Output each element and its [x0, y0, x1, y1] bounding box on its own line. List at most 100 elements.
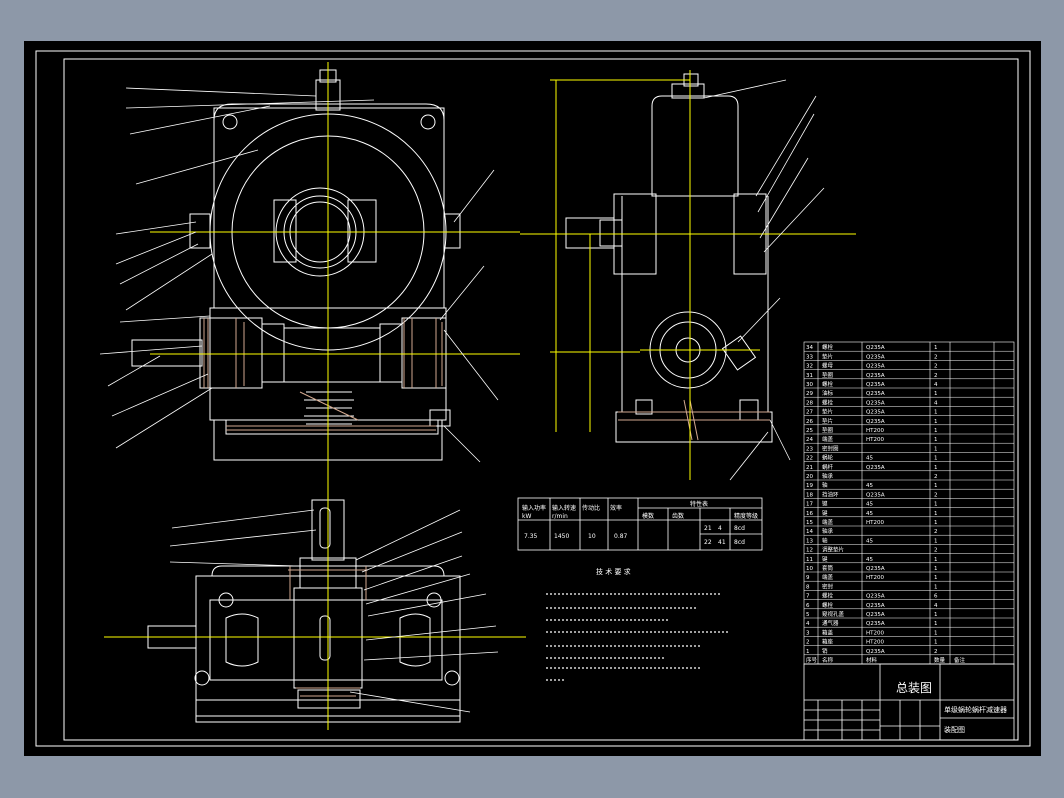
- bom-cell: 1: [934, 511, 938, 517]
- bom-cell: 轴承: [822, 472, 834, 480]
- bom-cell: HT200: [866, 630, 884, 636]
- gear-row-1-a: 22: [704, 539, 712, 546]
- bom-cell: 33: [806, 354, 813, 360]
- bom-cell: 1: [934, 520, 938, 526]
- param-table-title: 特性表: [690, 500, 708, 508]
- bom-cell: 密封圈: [822, 444, 839, 452]
- bom-cell: 1: [934, 584, 938, 590]
- bom-cell: Q235A: [866, 410, 885, 416]
- bom-cell: 1: [934, 612, 938, 618]
- bom-cell: 螺栓: [822, 398, 834, 406]
- bom-cell: Q235A: [866, 354, 885, 360]
- bom-header-cell: 材料: [866, 656, 878, 664]
- bom-header-cell: 数量: [934, 656, 946, 664]
- bom-cell: 窥视孔盖: [822, 610, 845, 618]
- bom-cell: 1: [934, 437, 938, 443]
- bom-cell: 45: [866, 511, 873, 517]
- bom-cell: 螺栓: [822, 592, 834, 600]
- bom-cell: 2: [934, 364, 938, 370]
- gear-row-0-b: 4: [718, 525, 722, 532]
- bom-cell: 2: [934, 474, 938, 480]
- bom-cell: 8: [806, 584, 810, 590]
- bom-cell: 1: [934, 621, 938, 627]
- bom-cell: Q235A: [866, 391, 885, 397]
- gear-header-1: 齿数: [672, 512, 684, 520]
- param-sub-1: r/min: [552, 513, 568, 520]
- bom-cell: 垫圈: [822, 426, 834, 434]
- bom-cell: Q235A: [866, 373, 885, 379]
- bom-cell: 1: [934, 456, 938, 462]
- bom-cell: 键: [822, 509, 828, 517]
- bom-cell: 端盖: [822, 573, 834, 581]
- bom-cell: 螺栓: [822, 380, 834, 388]
- bom-cell: 1: [934, 566, 938, 572]
- bom-cell: 2: [934, 373, 938, 379]
- top-view-leaders: [169, 509, 499, 713]
- bom-cell: 23: [806, 446, 813, 452]
- bom-cell: 垫片: [822, 352, 833, 360]
- param-header-3: 效率: [610, 504, 622, 512]
- tech-requirements-title: 技 术 要 求: [596, 567, 631, 576]
- bom-cell: 12: [806, 548, 813, 554]
- bom-cell: 2: [934, 649, 938, 655]
- gear-header-2: 精度等级: [734, 512, 758, 520]
- bom-cell: 油标: [822, 389, 834, 397]
- front-view-centerlines: [150, 62, 520, 500]
- bom-cell: 2: [806, 640, 810, 646]
- bom-cell: 6: [934, 594, 938, 600]
- bom-cell: 25: [806, 428, 813, 434]
- bom-cell: 1: [934, 428, 938, 434]
- bom-header-cell: 备注: [954, 656, 966, 664]
- bom-cell: 14: [806, 529, 813, 535]
- top-view-centerlines: [104, 494, 526, 730]
- bom-cell: 键: [822, 555, 828, 563]
- bom-cell: 通气器: [822, 619, 839, 627]
- bom-cell: 轴: [822, 536, 828, 544]
- bom-cell: 密封: [822, 582, 834, 590]
- bom-cell: 29: [806, 391, 813, 397]
- bom-cell: 21: [806, 465, 813, 471]
- param-sub-0: kW: [522, 513, 531, 520]
- bom-cell: 箱盖: [822, 628, 834, 636]
- bom-cell: Q235A: [866, 603, 885, 609]
- title-block-heading: 总装图: [896, 681, 932, 695]
- bom-cell: 16: [806, 511, 813, 517]
- bom-cell: 1: [806, 649, 810, 655]
- bom-cell: 1: [934, 419, 938, 425]
- bom-cell: 垫圈: [822, 371, 834, 379]
- param-value-0: 7.35: [524, 533, 538, 540]
- bom-cell: 10: [806, 566, 813, 572]
- bom-cell: 34: [806, 345, 813, 351]
- gear-row-0-c: 8cd: [734, 525, 745, 532]
- bom-header-cell: 名称: [822, 656, 834, 664]
- inner-frame: [63, 58, 1019, 741]
- bom-cell: 17: [806, 502, 813, 508]
- bom-cell: 26: [806, 419, 813, 425]
- bom-cell: 箱座: [822, 638, 834, 646]
- paper-sheet: [24, 41, 1041, 756]
- front-view-leaders: [99, 87, 499, 463]
- bom-cell: 1: [934, 483, 938, 489]
- gear-header-0: 模数: [642, 512, 654, 520]
- bom-cell: HT200: [866, 520, 884, 526]
- param-header-1: 输入转速: [552, 504, 576, 512]
- front-view-sections: [203, 318, 443, 431]
- bom-cell: Q235A: [866, 649, 885, 655]
- bom-cell: 18: [806, 492, 813, 498]
- tech-requirements-lines: [546, 593, 730, 681]
- bom-cell: 螺栓: [822, 343, 834, 351]
- bom-cell: 15: [806, 520, 813, 526]
- bom-cell: 19: [806, 483, 813, 489]
- bom-cell: 套筒: [822, 564, 834, 572]
- bom-cell: 22: [806, 456, 813, 462]
- bom-cell: 1: [934, 502, 938, 508]
- bom-cell: 32: [806, 364, 813, 370]
- gear-row-1-c: 8cd: [734, 539, 745, 546]
- param-header-2: 传动比: [582, 504, 600, 512]
- title-block-drawing-name: 装配图: [944, 725, 965, 734]
- title-block-assembly: 单级蜗轮蜗杆减速器: [944, 705, 1007, 714]
- bom-cell: Q235A: [866, 566, 885, 572]
- bom-cell: Q235A: [866, 594, 885, 600]
- param-value-1: 1450: [554, 533, 569, 540]
